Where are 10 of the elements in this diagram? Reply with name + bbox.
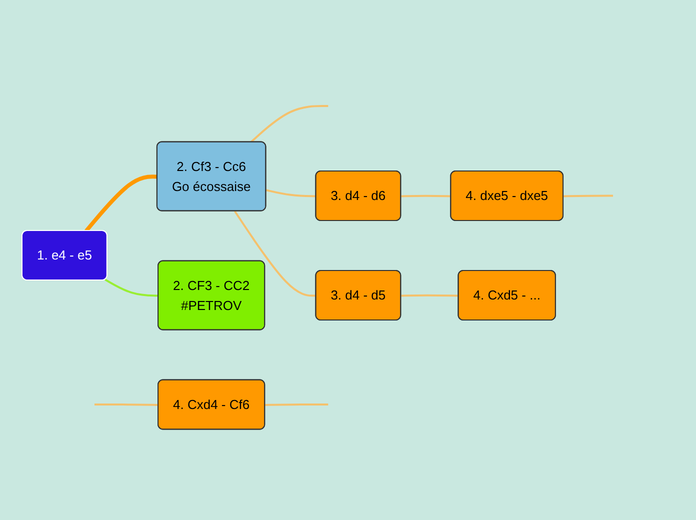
connector bbox=[564, 194, 614, 198]
connector bbox=[402, 294, 460, 297]
connector bbox=[94, 403, 160, 406]
connector bbox=[250, 104, 329, 143]
connector bbox=[105, 278, 160, 297]
connector bbox=[402, 194, 452, 198]
connector bbox=[266, 403, 329, 406]
connector bbox=[266, 189, 317, 198]
connector bbox=[234, 210, 317, 297]
connector bbox=[85, 174, 158, 232]
